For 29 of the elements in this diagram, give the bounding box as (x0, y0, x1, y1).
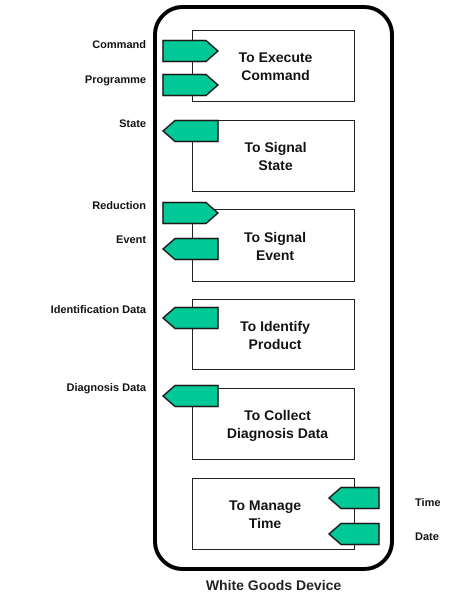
function-box (192, 478, 355, 550)
function-box (192, 388, 355, 460)
function-text: To Identify Product (239, 316, 311, 352)
signal-label: Time (415, 496, 447, 510)
port-arrow (162, 384, 219, 408)
signal-label: Reduction (40, 199, 146, 213)
port-arrow (162, 238, 219, 260)
port-arrow (162, 202, 220, 224)
function-box (192, 120, 355, 192)
device-title: White Goods Device (204, 577, 342, 593)
function-text: To Collect Diagnosis Data (226, 406, 330, 442)
port-arrow (162, 120, 219, 142)
signal-label: Diagnosis Data (4, 381, 146, 395)
function-box (192, 299, 355, 370)
signal-label: Identification Data (4, 303, 146, 317)
function-box (192, 209, 355, 282)
signal-label: State (40, 117, 146, 131)
function-text: To Execute Command (238, 48, 314, 84)
signal-label: Event (40, 233, 146, 247)
function-box (192, 30, 355, 102)
signal-label: Date (415, 530, 447, 544)
port-arrow (162, 306, 219, 330)
function-text: To Manage Time (228, 496, 302, 532)
port-arrow (162, 40, 220, 62)
function-text: To Signal Event (243, 228, 307, 264)
function-text: To Signal State (244, 138, 308, 174)
signal-label: Programme (40, 73, 146, 87)
port-arrow (162, 74, 220, 96)
signal-label: Command (40, 38, 146, 52)
